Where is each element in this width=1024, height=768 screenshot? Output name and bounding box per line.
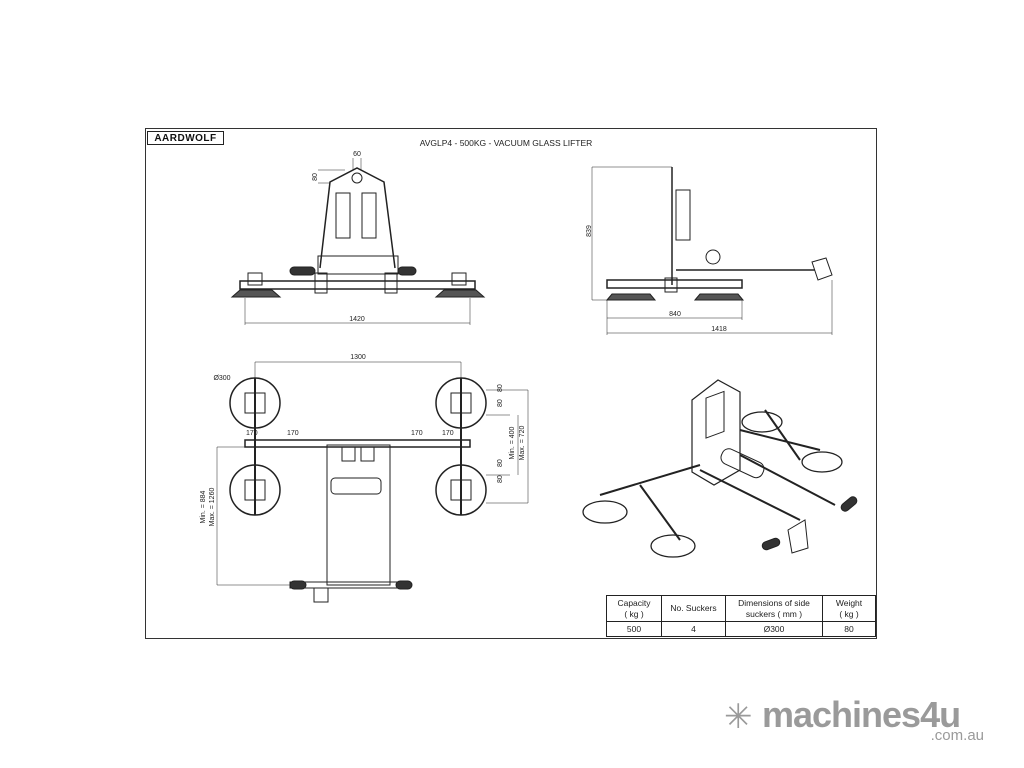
- dim-arm: 170: [411, 430, 423, 437]
- cell-capacity: 500: [606, 621, 662, 637]
- top-view: 1300 Ø300 170 170 170 170 80 80 80 80 Mi…: [200, 354, 529, 603]
- dim-overall-length: 1418: [711, 326, 727, 333]
- dim-sucker-diameter: Ø300: [213, 375, 230, 382]
- dim-height: 839: [586, 225, 593, 237]
- cell-weight: 80: [822, 621, 876, 637]
- dim-arm: 170: [287, 430, 299, 437]
- spec-table: Capacity ( kg ) No. Suckers Dimensions o…: [606, 595, 876, 637]
- header-weight: Weight ( kg ): [822, 595, 876, 622]
- watermark-brand: machines4u: [762, 694, 961, 735]
- dim-offset: 80: [497, 459, 504, 467]
- dim-arm: 170: [442, 430, 454, 437]
- table-header-row: Capacity ( kg ) No. Suckers Dimensions o…: [606, 595, 876, 622]
- cell-sucker-dimensions: Ø300: [725, 621, 823, 637]
- header-no-suckers: No. Suckers: [661, 595, 726, 622]
- dim-max-spacing: Max. = 720: [519, 425, 526, 460]
- dim-top-width: 60: [353, 151, 361, 158]
- dim-min-length: Min. = 884: [200, 490, 207, 523]
- dim-overall-width: 1420: [349, 316, 365, 323]
- side-view: 839 840 1418: [586, 166, 833, 335]
- watermark-domain: .com.au: [930, 727, 984, 744]
- dim-offset: 80: [497, 475, 504, 483]
- dim-offset: 80: [497, 384, 504, 392]
- dim-span: 1300: [350, 354, 366, 361]
- header-sucker-dimensions: Dimensions of side suckers ( mm ): [725, 595, 823, 622]
- isometric-view: [582, 379, 858, 558]
- front-view: 60 80 1420: [230, 151, 486, 325]
- dim-arm: 170: [246, 430, 258, 437]
- table-row: 500 4 Ø300 80: [606, 621, 876, 637]
- machines4u-watermark: ✳ machines4u .com.au: [722, 694, 992, 746]
- cell-no-suckers: 4: [661, 621, 726, 637]
- drawing-title: AVGLP4 - 500KG - VACUUM GLASS LIFTER: [419, 138, 593, 148]
- aardwolf-logo: AARDWOLF: [147, 131, 224, 145]
- header-capacity: Capacity ( kg ): [606, 595, 662, 622]
- snowflake-logo-icon: ✳: [724, 698, 753, 736]
- dim-base-length: 840: [669, 311, 681, 318]
- dim-top-height: 80: [312, 173, 319, 181]
- dim-offset: 80: [497, 399, 504, 407]
- dim-min-spacing: Min. = 400: [509, 426, 516, 459]
- drawing-frame: [145, 128, 877, 639]
- dim-max-length: Max. = 1260: [209, 488, 216, 527]
